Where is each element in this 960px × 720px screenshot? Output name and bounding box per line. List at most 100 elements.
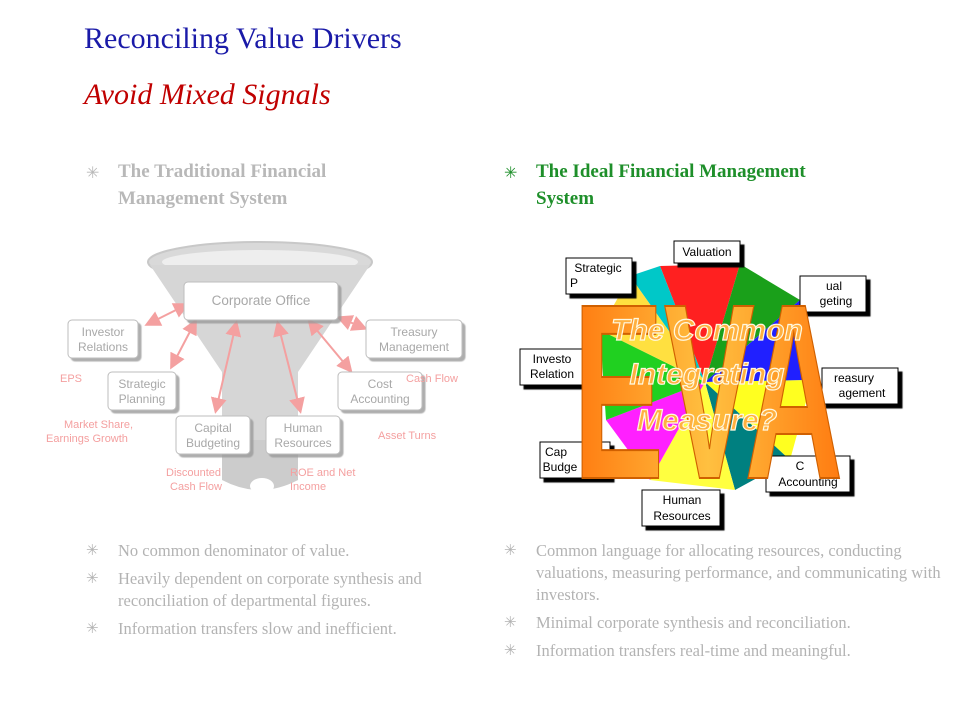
corporate-office-label: Corporate Office (212, 293, 311, 308)
wheel-slice-cyan (630, 266, 705, 382)
arrow-strategic (170, 318, 197, 370)
eva-logo-text: EVA (573, 252, 843, 531)
treasury-management-box-right: reasury agement (821, 367, 899, 405)
bullet-text: No common denominator of value. (118, 541, 350, 560)
bullet-star-icon: ✳ (504, 543, 517, 559)
box-label-line: Accounting (778, 475, 837, 489)
roe-label-line-1: ROE and Net (290, 467, 355, 479)
bullet-text: Information transfers slow and inefficie… (118, 619, 397, 638)
box-label-line: Management (379, 340, 450, 354)
cost-accounting-box-right: C Accounting (765, 455, 851, 493)
dcf-label-line-1: Discounted (166, 467, 221, 479)
list-item: ✳ Heavily dependent on corporate synthesi… (86, 568, 488, 612)
box-label-line: Cost (368, 377, 393, 391)
right-heading-line-1: The Ideal Financial Management (536, 161, 806, 182)
box-label-line: agement (839, 386, 886, 400)
corporate-office-box: Corporate Office (183, 281, 339, 321)
investor-relations-box: Investor Relations (67, 319, 139, 359)
right-heading: ✳ The Ideal Financial Management System (504, 158, 896, 212)
box-label-line: Budge (543, 460, 578, 474)
box-label-line: Strategic (118, 377, 165, 391)
list-item: ✳Information transfers real-time and mea… (504, 640, 946, 662)
right-bullet-list: ✳ Common language for allocating resource… (504, 540, 946, 668)
right-heading-line-2: System (536, 188, 595, 209)
human-resources-box-right: Human Resources (641, 489, 721, 527)
arrow-cost (307, 318, 353, 374)
box-label-line: C (796, 459, 805, 473)
page-title: Reconciling Value Drivers (84, 22, 402, 55)
cash-flow-label: Cash Flow (406, 373, 458, 385)
box-label-line: Treasury (391, 325, 438, 339)
value-driver-wheel (600, 264, 812, 490)
capital-budgeting-box: Capital Budgeting (175, 415, 251, 455)
eps-label: EPS (60, 373, 82, 385)
dcf-label-line-2: Cash Flow (170, 481, 222, 493)
bullet-star-icon: ✳ (504, 615, 517, 631)
strategic-planning-box: Strategic Planning (107, 371, 177, 411)
box-label-line: Resources (274, 436, 331, 450)
arrow-treasury (336, 315, 368, 331)
arrow-capital (210, 320, 242, 414)
wheel-slice-gold (600, 276, 705, 382)
wheel-slice-blue (705, 300, 812, 382)
box-label-line: Strategic (574, 261, 621, 275)
overlay-line-2: Integrating (630, 358, 785, 391)
bullet-star-icon: ✳ (86, 543, 99, 559)
left-heading-line-2: Management System (118, 188, 288, 209)
left-arrows (144, 303, 368, 414)
valuation-box: Valuation (673, 240, 741, 264)
wheel-slice-magenta (606, 382, 705, 480)
strategic-planning-box-right: Strategic P (565, 257, 633, 295)
overlay-line-1: The Common (611, 314, 803, 347)
box-label-line: ual (826, 279, 842, 293)
bullet-star-icon: ✳ (504, 165, 518, 182)
box-label-line: Accounting (350, 392, 409, 406)
box-label-line: Resources (653, 509, 710, 523)
roe-label-line-2: Income (290, 481, 326, 493)
box-label-line: Human (284, 421, 323, 435)
box-label-line: reasury (834, 371, 874, 385)
list-item: ✳ Information transfers slow and ineffici… (86, 618, 488, 640)
annual-budgeting-box: ual geting (799, 275, 867, 313)
bullet-text: Heavily dependent on corporate synthesis… (118, 569, 422, 610)
wheel-slice-green (705, 264, 800, 382)
box-label-line: Investo (533, 352, 572, 366)
bullet-text: Minimal corporate synthesis and reconcil… (536, 613, 851, 632)
box-label-line: geting (820, 294, 853, 308)
arrow-investor (144, 303, 190, 326)
funnel-diagram (147, 241, 373, 494)
box-label-line: Capital (194, 421, 231, 435)
left-heading: ✳ The Traditional Financial Management S… (86, 158, 448, 212)
left-bullet-list: ✳ No common denominator of value. ✳ Heavil… (86, 540, 488, 646)
box-label-line: Human (663, 493, 702, 507)
market-share-label: Market Share, (64, 419, 133, 431)
cost-accounting-box: Cost Accounting (337, 371, 423, 411)
box-label-line: Relation (530, 367, 574, 381)
box-label-line: Valuation (682, 245, 731, 259)
investor-relations-box-right: Investo Relation (519, 348, 591, 386)
bullet-text: Common language for allocating resources… (536, 541, 941, 604)
list-item: ✳ Minimal corporate synthesis and reconci… (504, 612, 946, 634)
box-label-line: Cap (545, 445, 567, 459)
bullet-star-icon: ✳ (86, 621, 99, 637)
wheel-slice-light-green (600, 330, 705, 420)
capital-budgeting-box-right: Cap Budge (539, 441, 611, 479)
wheel-slice-red (660, 264, 740, 382)
list-item: ✳ No common denominator of value. (86, 540, 488, 562)
list-item: ✳ Common language for allocating resource… (504, 540, 946, 606)
box-label-line: Planning (119, 392, 166, 406)
human-resources-box: Human Resources (265, 415, 341, 455)
treasury-management-box: Treasury Management (365, 319, 463, 359)
wheel-slice-yellow-right (705, 380, 812, 460)
bullet-star-icon: ✳ (86, 571, 99, 587)
bullet-text: Information transfers real-time and mean… (536, 641, 851, 660)
bullet-star-icon: ✳ (86, 165, 100, 182)
wheel-slice-yellow-bottom (650, 382, 735, 490)
overlay-line-3: Measure? (637, 404, 777, 437)
box-label-line: Investor (82, 325, 125, 339)
page-subtitle: Avoid Mixed Signals (84, 78, 331, 111)
arrow-human (273, 320, 305, 414)
box-label-line: Relations (78, 340, 128, 354)
earnings-growth-label: Earnings Growth (46, 433, 128, 445)
